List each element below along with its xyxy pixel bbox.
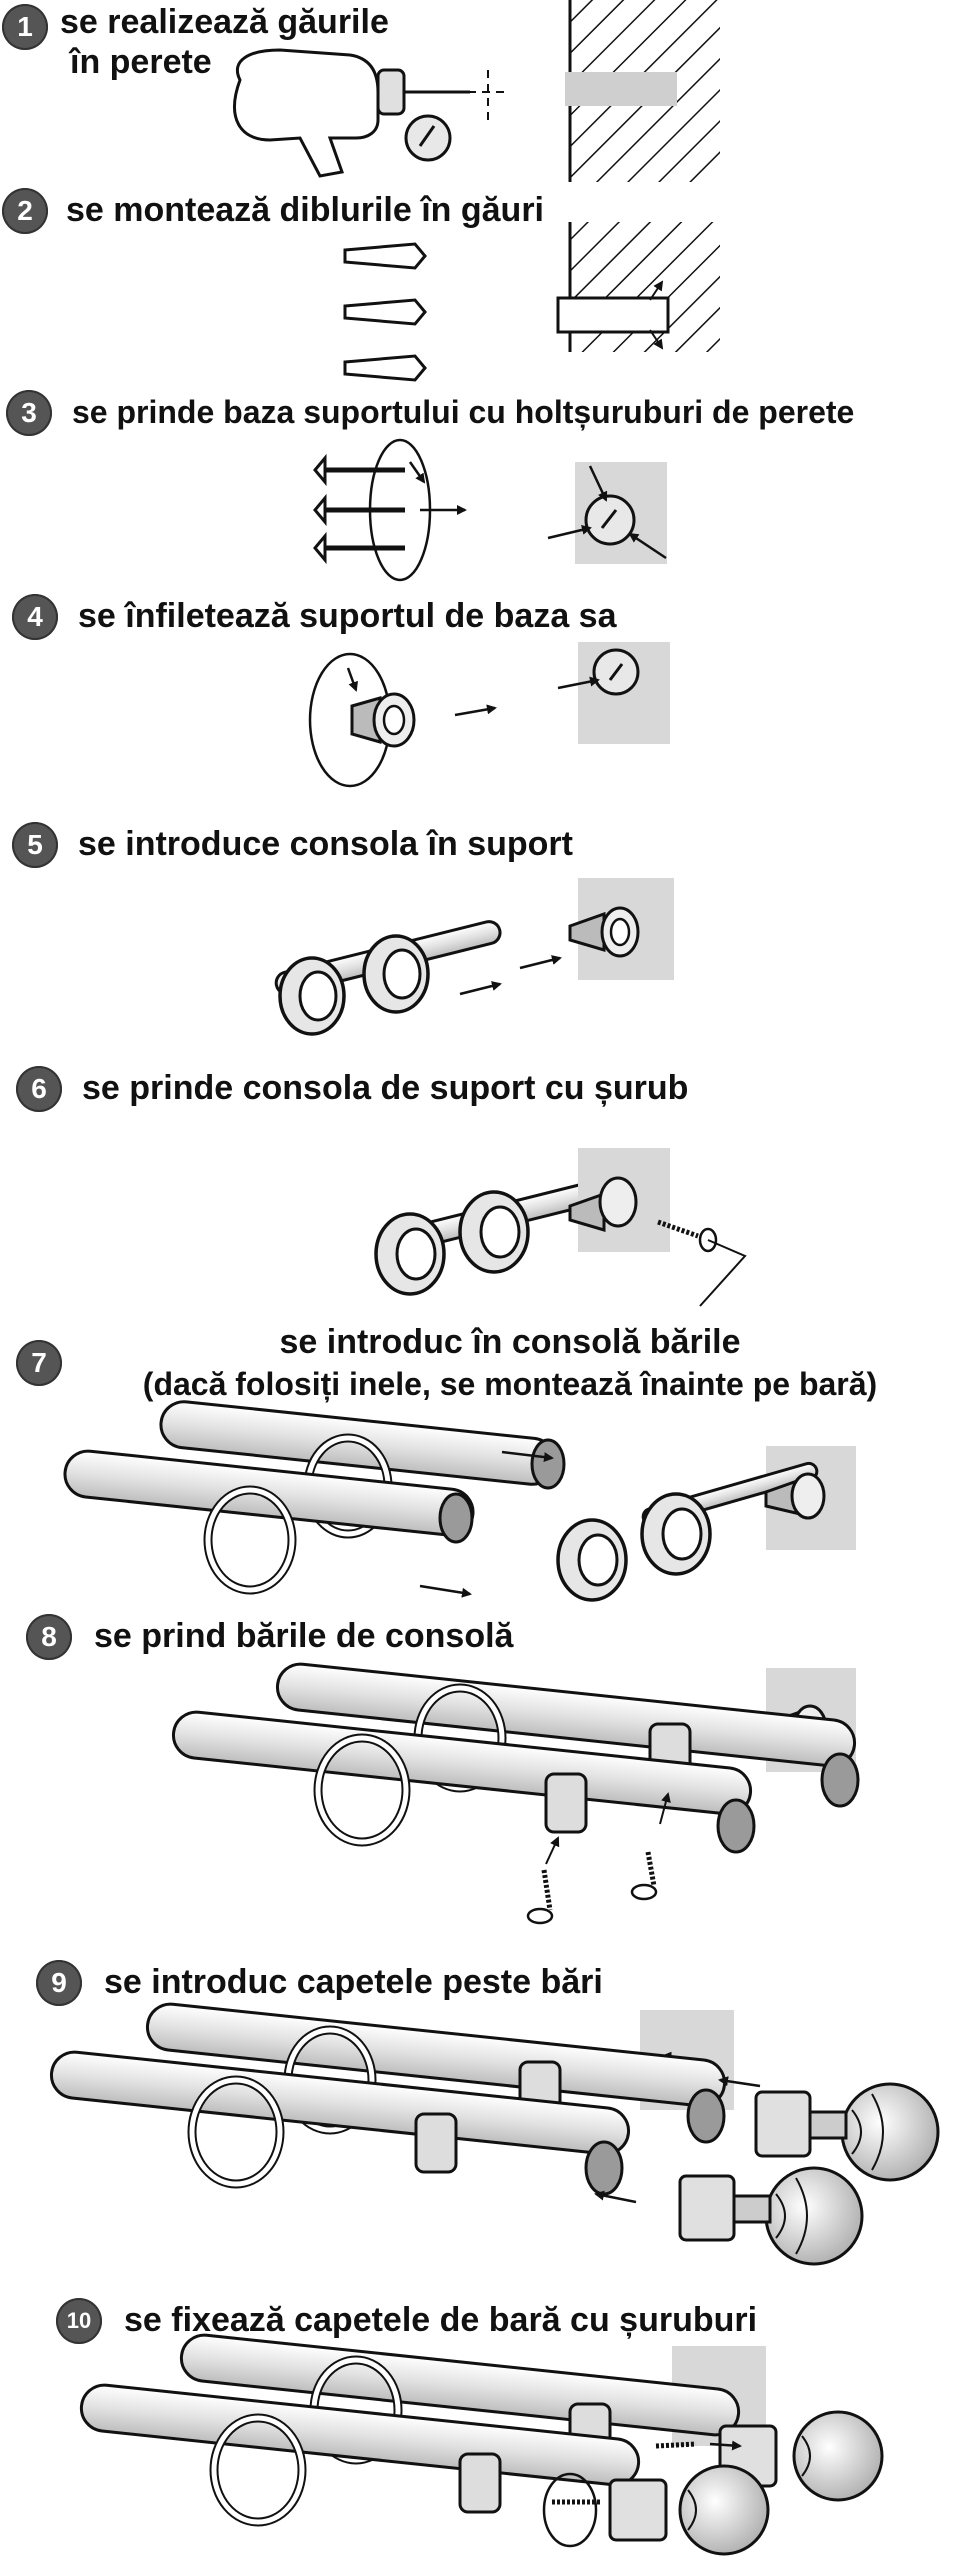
wall-section-dowel [556, 222, 720, 352]
step-number-badge: 6 [16, 1066, 62, 1112]
step-number: 8 [41, 1621, 57, 1652]
small-screw-8 [526, 1792, 671, 1925]
wall-plate-with-base [547, 462, 667, 564]
drilled-hole [565, 72, 677, 106]
step-1-illustration [233, 0, 720, 182]
step-1-title-line2: în perete [70, 43, 212, 81]
step-3-illustration [313, 438, 667, 582]
step-7-title-line2: (dacă folosiți inele, se montează înaint… [142, 1366, 878, 1402]
step-number-badge: 2 [2, 188, 48, 234]
step-2-illustration [343, 222, 720, 382]
small-screw [657, 1219, 747, 1307]
step-number: 1 [17, 11, 33, 42]
step-6-title: se prinde consola de suport cu șurub [82, 1069, 689, 1107]
step-number-badge: 1 [2, 4, 48, 50]
step-3-title: se prinde baza suportului cu holtșurubur… [72, 394, 855, 430]
step-number: 10 [66, 2308, 92, 2333]
step-number: 5 [27, 829, 43, 860]
step-7-title: se introduc în consolă bările [279, 1323, 741, 1361]
step-4-title: se înfiletează suportul de baza sa [78, 597, 617, 635]
step-10-illustration [79, 2333, 884, 2556]
step-number: 9 [51, 1967, 67, 1998]
step-4-illustration [308, 642, 670, 788]
step-1-title: se realizează găurile [60, 3, 389, 41]
bracket-assembly-7 [556, 1446, 856, 1602]
wall-plate-marker [404, 114, 452, 162]
step-number: 4 [27, 601, 43, 632]
wall-section [565, 0, 720, 182]
wall-plate-4 [557, 642, 670, 744]
step-number-badge: 5 [12, 822, 58, 868]
step-number-badge: 8 [26, 1614, 72, 1660]
step-number-badge: 10 [56, 2298, 102, 2344]
step-number: 3 [21, 397, 37, 428]
support-piece [350, 692, 416, 748]
drill-icon [233, 48, 510, 178]
finial-icon [678, 2082, 940, 2266]
bracket-ring [278, 934, 430, 1036]
step-5-illustration [274, 878, 674, 1036]
step-number: 6 [31, 1073, 47, 1104]
step-6-illustration [374, 1148, 747, 1307]
step-number: 7 [31, 1347, 47, 1378]
step-8-title: se prind bările de consolă [94, 1617, 514, 1655]
dowel-icon [343, 242, 427, 382]
step-number-badge: 7 [16, 1340, 62, 1386]
step-9-illustration [49, 2002, 940, 2266]
step-8-illustration [171, 1662, 860, 1925]
step-number-badge: 4 [12, 594, 58, 640]
step-number-badge: 9 [36, 1960, 82, 2006]
step-5-title: se introduce consola în suport [78, 825, 573, 863]
step-number: 2 [17, 195, 33, 226]
step-7-illustration [63, 1400, 856, 1602]
wall-plate-5 [568, 878, 674, 980]
step-10-title: se fixează capetele de bară cu șuruburi [124, 2301, 758, 2339]
step-9-title: se introduc capetele peste bări [104, 1963, 603, 2001]
step-number-badge: 3 [6, 390, 52, 436]
step-2-title: se montează diblurile în găuri [66, 191, 544, 229]
rotate-arrow-icon-10 [542, 2472, 598, 2548]
screw-icon [313, 453, 405, 565]
